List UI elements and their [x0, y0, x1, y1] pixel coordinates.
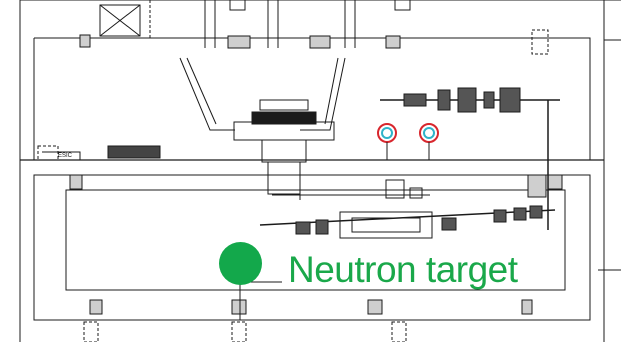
lower-hall-outline [33, 174, 591, 321]
beam-element [513, 207, 527, 221]
quadrupole-ring [419, 123, 439, 143]
small-panel [42, 151, 81, 160]
shaft-mid [267, 0, 279, 48]
beam-element [499, 87, 521, 113]
beam-element [403, 93, 427, 107]
beam-element [441, 217, 457, 231]
beam-path-left-2 [186, 57, 339, 125]
beam-element [529, 205, 543, 219]
opening [83, 321, 99, 342]
yoke [261, 139, 307, 163]
shaft-left [204, 0, 216, 48]
opening [37, 145, 59, 161]
top-box-2 [394, 0, 411, 11]
pedestal [267, 161, 301, 195]
magnet-base [233, 121, 335, 141]
control-box-2 [409, 187, 423, 199]
top-dashed-room [70, 0, 151, 39]
pillar [231, 299, 247, 315]
cross-b [99, 4, 141, 37]
lower-inner-room [65, 189, 566, 291]
beam-element [493, 209, 507, 223]
magnet-core [251, 111, 317, 125]
magnet-top [259, 99, 309, 111]
small-tag-text: ESIC [58, 153, 73, 159]
beam-element [295, 221, 311, 235]
pillar [69, 174, 83, 190]
quadrupole-ring [377, 123, 397, 143]
right-annex [598, 39, 621, 271]
beam-element [483, 91, 495, 109]
pillar [89, 299, 103, 315]
outer-wall [19, 0, 621, 342]
target-chamber [339, 211, 433, 239]
beam-path-left [179, 57, 235, 131]
shaft-right [344, 0, 356, 48]
quadrupole-ring [381, 127, 393, 139]
quadrupole-ring [423, 127, 435, 139]
neutron-target-label: Neutron target [288, 249, 518, 290]
pillar [227, 35, 251, 49]
beam-element [457, 87, 477, 113]
control-box [385, 179, 405, 199]
pillar [547, 174, 563, 190]
neutron-target-marker [219, 242, 262, 285]
opening [231, 321, 247, 342]
target-chamber-inner [351, 217, 421, 233]
pillar [367, 299, 383, 315]
pillar [385, 35, 401, 49]
top-room [99, 4, 141, 37]
detector-block [527, 174, 547, 198]
inner-wall-top [34, 37, 591, 160]
beam-element [315, 219, 329, 235]
top-box [229, 0, 246, 11]
pillar [309, 35, 331, 49]
pillar [79, 34, 91, 48]
opening [531, 29, 549, 55]
beam-path-right [300, 57, 346, 131]
beam-element [437, 89, 451, 111]
opening [391, 321, 407, 342]
pillar [521, 299, 533, 315]
hatched-block [107, 145, 161, 159]
